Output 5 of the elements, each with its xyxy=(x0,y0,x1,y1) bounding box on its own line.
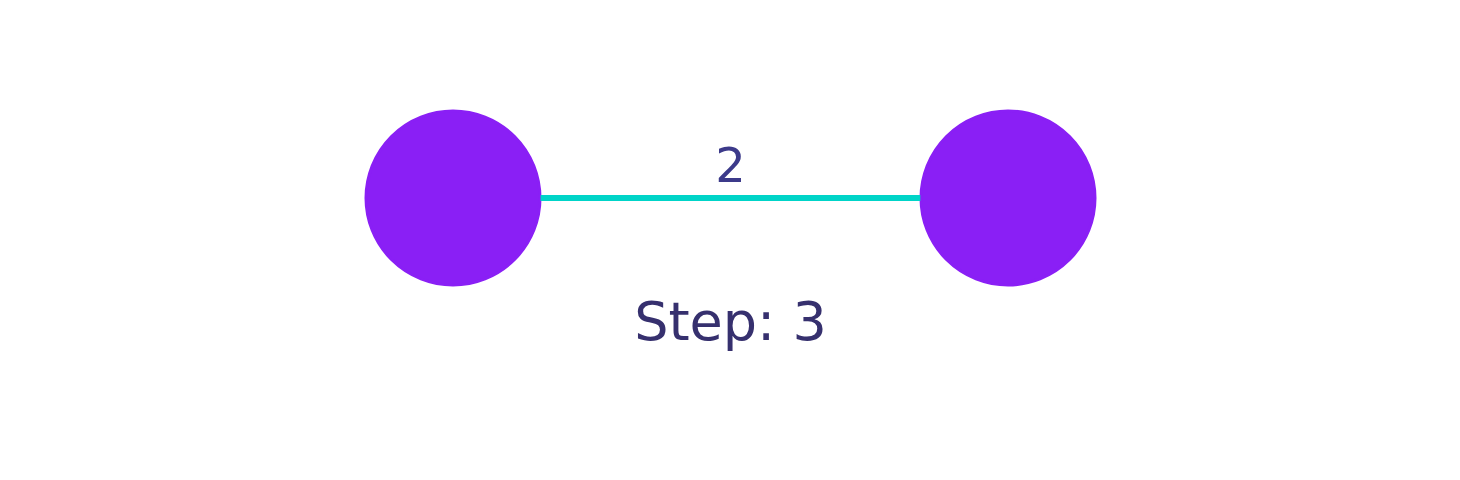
node-circle xyxy=(364,109,541,287)
connector xyxy=(540,195,920,201)
edge-label: 2 xyxy=(714,137,746,194)
caption: Step: 3 xyxy=(633,290,827,354)
node-circle xyxy=(919,109,1096,287)
